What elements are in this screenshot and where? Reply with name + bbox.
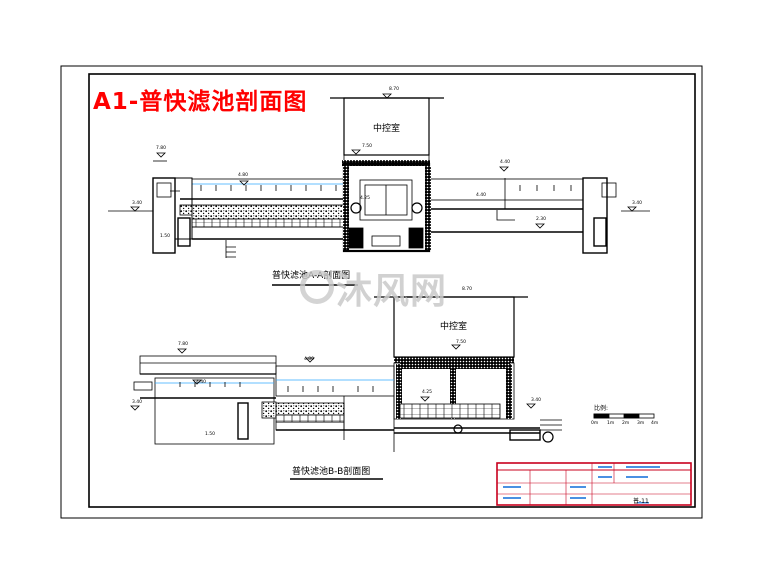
elev-bb-inner: 4.25	[422, 390, 433, 395]
elev-bb-left-top: 7.80	[178, 342, 189, 347]
elev-bb-floor: 7.50	[456, 340, 467, 345]
filter-media-left-aa	[191, 204, 345, 220]
elev-aa-floor: 7.50	[362, 144, 373, 149]
watermark-logo-icon	[300, 270, 334, 304]
scale-tick-3: 3m	[637, 421, 645, 426]
elev-aa-right-water: 4.40	[500, 160, 511, 165]
inner-border	[88, 73, 696, 508]
nozzles-left-aa	[200, 185, 337, 191]
caption-bb: 普快滤池B-B剖面图	[292, 467, 371, 477]
elev-aa-roof: 8.70	[389, 87, 400, 92]
scale-bar-label: 比例:	[594, 405, 609, 412]
elev-bb-bottom: 1.50	[205, 432, 216, 437]
control-room-label-bb: 中控室	[440, 322, 468, 332]
elev-aa-right-ground: 3.40	[632, 201, 643, 206]
filter-media-bb	[275, 402, 345, 416]
scale-tick-2: 2m	[622, 421, 630, 426]
elev-bb-water2: 4.40	[196, 380, 207, 385]
elev-aa-left-ground: 3.40	[132, 201, 143, 206]
section-aa	[108, 93, 650, 258]
sheet-number: 普-11	[633, 498, 649, 505]
elev-aa-mid: 2.30	[536, 217, 547, 222]
nozzles-right-aa	[519, 185, 572, 191]
scale-tick-0: 0m	[591, 421, 599, 426]
elev-bb-right: 3.40	[531, 398, 542, 403]
control-room-label-aa: 中控室	[373, 124, 401, 134]
elev-aa-pipe: 4.40	[476, 193, 487, 198]
drawing-title: A1-普快滤池剖面图	[93, 89, 308, 115]
elev-bb-water: 4.80	[304, 357, 315, 362]
titleblock	[496, 462, 692, 506]
elev-aa-left-top: 7.80	[156, 146, 167, 151]
elev-bb-ground: 3.40	[132, 400, 143, 405]
outer-border	[60, 65, 703, 519]
scale-tick-1: 1m	[607, 421, 615, 426]
elev-aa-water: 4.80	[238, 173, 249, 178]
section-bb	[130, 296, 562, 452]
elev-aa-inner: 4.25	[360, 196, 371, 201]
watermark: 沐风网	[336, 271, 448, 312]
elev-bb-roof: 8.70	[462, 287, 473, 292]
scale-tick-4: 4m	[651, 421, 659, 426]
scale-bar	[593, 413, 655, 419]
elev-aa-bottom: 1.50	[160, 234, 171, 239]
